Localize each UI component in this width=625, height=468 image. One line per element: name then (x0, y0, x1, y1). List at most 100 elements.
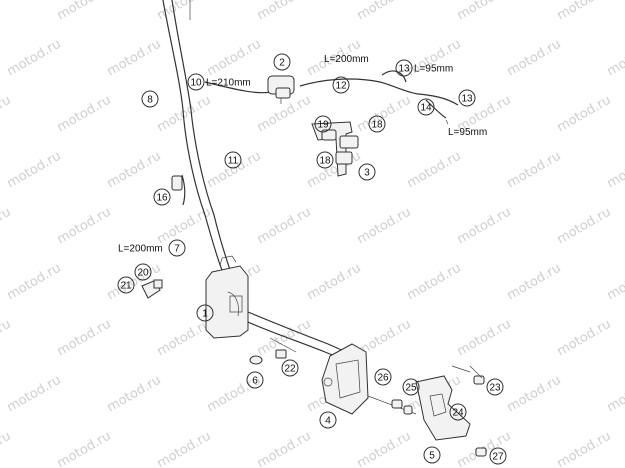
length-label-hose-13a: L=95mm (414, 64, 453, 75)
length-label-hose-10: L=210mm (206, 78, 251, 89)
watermark-text: motod.ru (305, 261, 364, 304)
watermark-text: motod.ru (0, 205, 14, 248)
svg-text:22: 22 (284, 364, 296, 375)
watermark-text: motod.ru (5, 149, 64, 192)
callout-18-b: 18 (316, 151, 334, 169)
svg-text:27: 27 (492, 452, 504, 463)
watermark-text: motod.ru (155, 429, 214, 468)
callout-24: 24 (449, 403, 467, 421)
watermark-text: motod.ru (155, 93, 214, 136)
watermark-text: motod.ru (605, 37, 625, 80)
watermark-text: motod.ru (205, 37, 264, 80)
watermark-text: motod.ru (255, 0, 314, 23)
callout-20: 20 (134, 263, 152, 281)
callout-8: 8 (141, 90, 159, 108)
bracket-part-3 (311, 121, 359, 177)
watermark-text: motod.ru (555, 429, 614, 468)
svg-text:16: 16 (156, 193, 168, 204)
watermark-text: motod.ru (455, 317, 514, 360)
watermark-text: motod.ru (505, 37, 564, 80)
watermark-text: motod.ru (505, 261, 564, 304)
callout-6: 6 (246, 371, 264, 389)
svg-text:7: 7 (174, 244, 180, 255)
watermark-text: motod.ru (155, 205, 214, 248)
callout-22: 22 (281, 359, 299, 377)
callout-13-b: 13 (458, 89, 476, 107)
callout-2: 2 (273, 53, 291, 71)
watermark-text: motod.ru (455, 0, 514, 23)
svg-text:18: 18 (319, 156, 331, 167)
parts-drawing (141, 0, 487, 457)
callouts: 1 2 3 4 5 6 7 8 10 11 12 13 13 14 16 18 … (117, 53, 507, 465)
watermark-text: motod.ru (0, 93, 14, 136)
bracket-part-4 (321, 343, 369, 415)
callout-5: 5 (423, 446, 441, 464)
watermark-text: motod.ru (605, 261, 625, 304)
watermark-text: motod.ru (55, 205, 114, 248)
svg-text:6: 6 (252, 376, 258, 387)
svg-text:13: 13 (461, 94, 473, 105)
svg-text:10: 10 (190, 78, 202, 89)
callout-16: 16 (153, 188, 171, 206)
svg-text:26: 26 (377, 373, 389, 384)
svg-text:2: 2 (279, 58, 285, 69)
svg-text:20: 20 (137, 268, 149, 279)
callout-25: 25 (402, 378, 420, 396)
callout-26: 26 (374, 368, 392, 386)
watermark-text: motod.ru (55, 317, 114, 360)
watermark-text: motod.ru (0, 317, 14, 360)
svg-text:25: 25 (405, 383, 417, 394)
callout-13-a: 13 (395, 59, 413, 77)
callout-10: 10 (187, 73, 205, 91)
svg-text:13: 13 (398, 64, 410, 75)
svg-text:12: 12 (335, 81, 347, 92)
svg-text:19: 19 (317, 120, 329, 131)
length-label-hose-12: L=200mm (324, 54, 369, 65)
callout-11: 11 (224, 151, 242, 169)
callout-4: 4 (319, 411, 337, 429)
callout-3: 3 (358, 163, 376, 181)
bracket-part-5 (415, 365, 471, 441)
watermark-text: motod.ru (405, 261, 464, 304)
watermark-text: motod.ru (305, 149, 364, 192)
watermark-text: motod.ru (355, 205, 414, 248)
watermark-text: motod.ru (5, 373, 64, 416)
watermark-text: motod.ru (105, 149, 164, 192)
callout-18-a: 18 (368, 115, 386, 133)
callout-14: 14 (417, 98, 435, 116)
callout-19: 19 (314, 115, 332, 133)
watermark-text: motod.ru (105, 373, 164, 416)
watermark-text: motod.ru (5, 261, 64, 304)
watermark-text: motod.ru (555, 317, 614, 360)
watermark-text: motod.ru (605, 149, 625, 192)
watermark-text: motod.ru (255, 205, 314, 248)
watermark-text: motod.ru (255, 93, 314, 136)
length-labels: L=210mm L=200mm L=95mm L=95mm L=200mm (118, 54, 487, 255)
svg-text:14: 14 (420, 103, 432, 114)
callout-1: 1 (196, 304, 214, 322)
svg-text:4: 4 (325, 416, 331, 427)
svg-text:1: 1 (202, 309, 208, 320)
watermark-text: motod.ru (455, 205, 514, 248)
callout-12: 12 (332, 76, 350, 94)
svg-text:24: 24 (452, 408, 464, 419)
svg-text:5: 5 (429, 451, 435, 462)
watermark-text: motod.ru (555, 0, 614, 23)
watermark-text: motod.ru (555, 205, 614, 248)
watermark-text: motod.ru (105, 37, 164, 80)
watermark-text: motod.ru (55, 93, 114, 136)
watermark-text: motod.ru (355, 429, 414, 468)
length-label-hose-13b: L=95mm (448, 127, 487, 138)
svg-text:18: 18 (371, 120, 383, 131)
watermark-text: motod.ru (355, 93, 414, 136)
watermark-text: motod.ru (255, 429, 314, 468)
canister-part-1 (205, 255, 249, 339)
watermark-text: motod.ru (505, 149, 564, 192)
svg-text:21: 21 (120, 281, 132, 292)
callout-23: 23 (486, 378, 504, 396)
watermark-text: motod.ru (5, 37, 64, 80)
watermark-text: motod.ru (0, 429, 14, 468)
svg-text:3: 3 (364, 168, 370, 179)
